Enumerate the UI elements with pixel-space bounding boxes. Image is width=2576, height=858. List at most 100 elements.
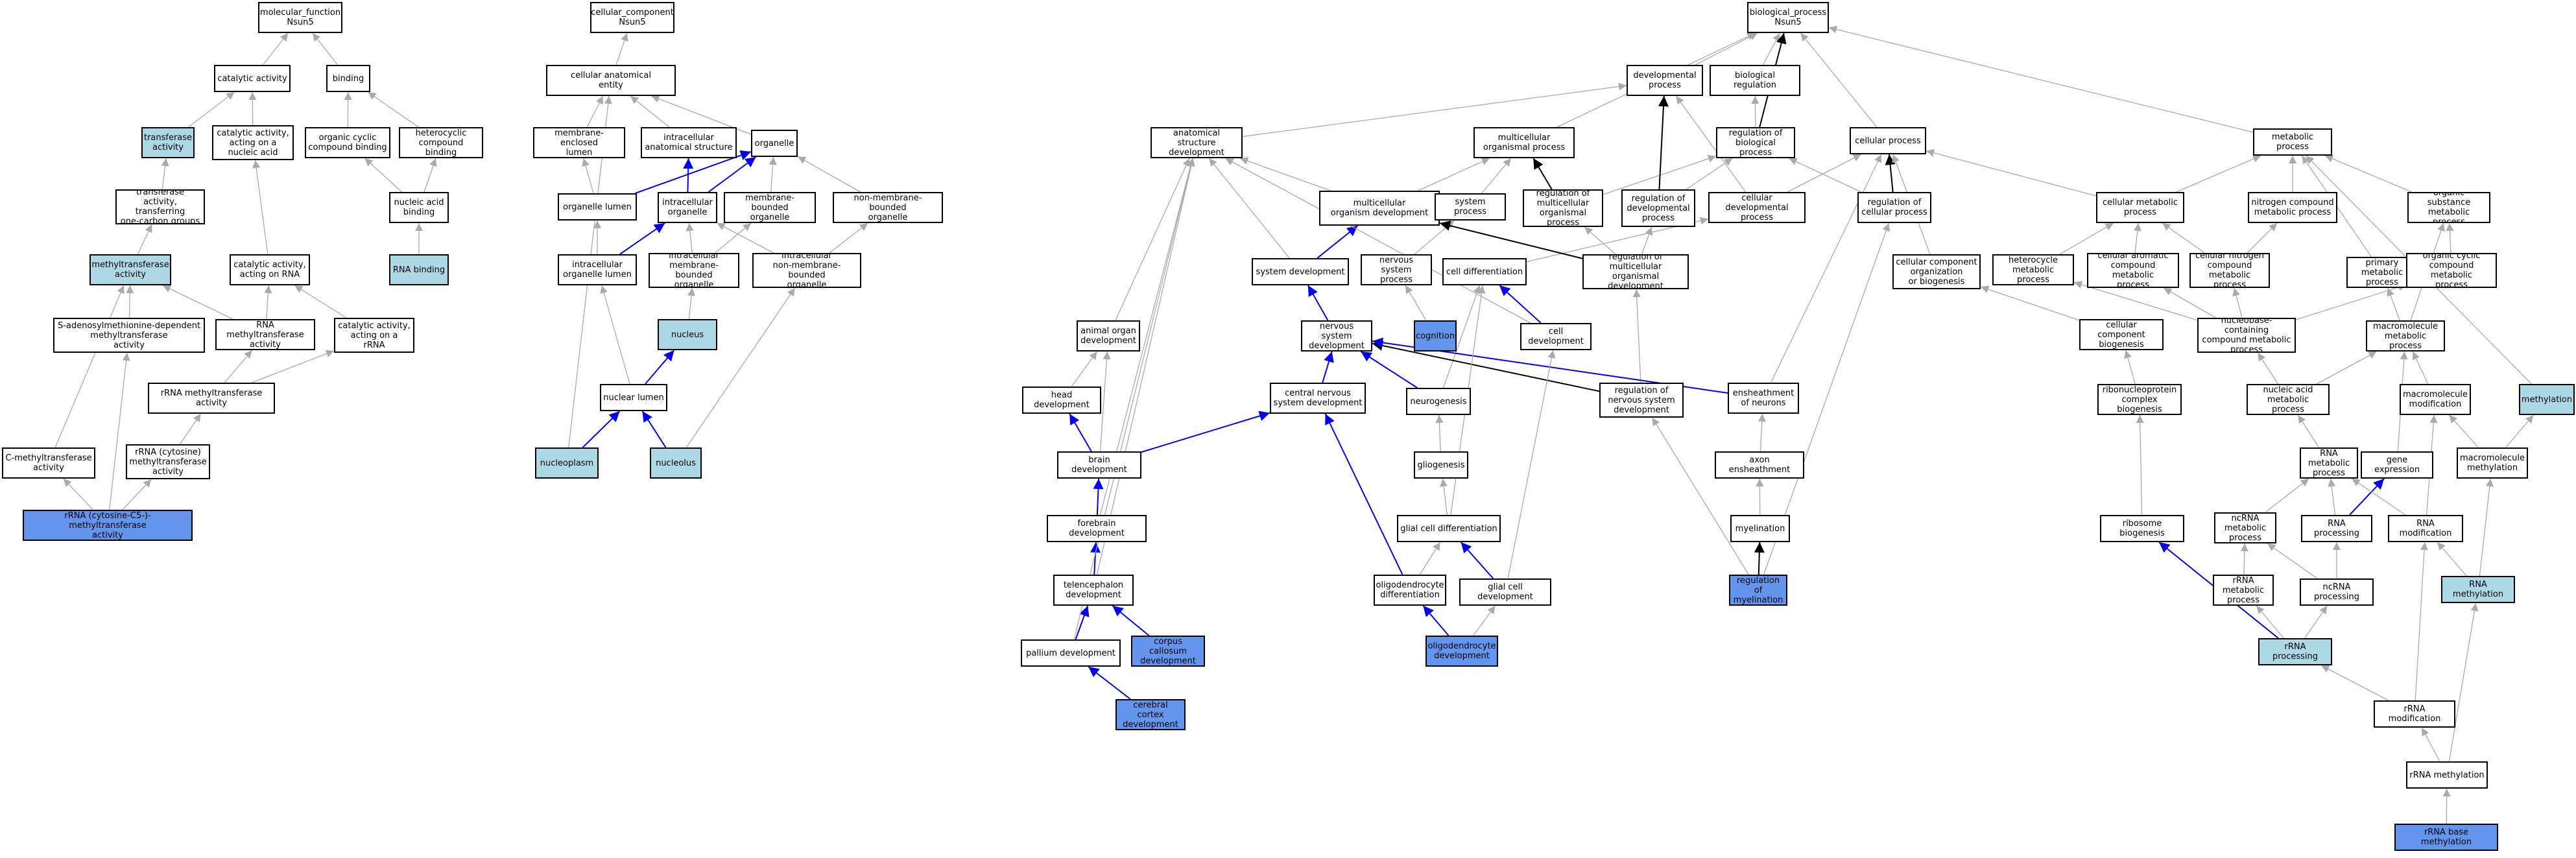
go-term-ias[interactable]: intracellular anatomical structure [641,127,737,158]
go-term-ccd[interactable]: corpus callosum development [1131,636,1205,667]
go-term-cdp[interactable]: cellular developmental process [1708,192,1806,223]
go-term-nlus[interactable]: nucleolus [650,447,702,479]
go-term-occmp[interactable]: organic cyclic compound metabolic proces… [2406,253,2497,288]
go-term-trans[interactable]: transferase activity [141,127,195,158]
go-term-mf[interactable]: molecular_function Nsun5 [258,2,342,33]
go-term-carrna[interactable]: catalytic activity, acting on a rRNA [334,318,414,353]
go-term-nbccmp[interactable]: nucleobase-containing compound metabolic… [2197,318,2296,353]
go-term-rrnamod[interactable]: rRNA modification [2374,700,2455,728]
go-term-mop[interactable]: multicellular organismal process [1473,127,1575,158]
go-term-orgl[interactable]: organelle lumen [558,193,637,220]
go-term-carna[interactable]: catalytic activity, acting on RNA [230,254,310,285]
go-term-rmyel[interactable]: regulation of myelination [1729,575,1787,606]
go-term-gliog[interactable]: gliogenesis [1414,451,1468,479]
go-term-rrnap[interactable]: rRNA processing [2258,638,2332,665]
go-term-odiff[interactable]: oligodendrocyte differentiation [1374,575,1446,606]
go-term-hmp[interactable]: heterocycle metabolic process [1992,254,2074,285]
go-term-bd[interactable]: brain development [1057,451,1141,479]
go-term-nsd[interactable]: nervous system development [1301,320,1372,352]
go-term-rcp[interactable]: regulation of cellular process [1857,192,1931,223]
go-term-cp[interactable]: cellular process [1850,127,1926,154]
go-term-fd[interactable]: forebrain development [1047,515,1147,542]
go-term-rmod[interactable]: regulation of multicellular organismal d… [1582,254,1689,289]
go-term-rbiog[interactable]: ribosome biogenesis [2100,515,2184,542]
go-term-imbo[interactable]: intracellular membrane-bounded organelle [649,253,739,288]
go-term-nl[interactable]: nuclear lumen [600,384,667,411]
go-term-rnamt[interactable]: RNA methyltransferase activity [215,319,315,350]
go-term-neurog[interactable]: neurogenesis [1406,388,1471,415]
go-term-pmp[interactable]: primary metabolic process [2346,257,2418,288]
go-term-nsp[interactable]: nervous system process [1361,254,1432,285]
go-term-ccob[interactable]: cellular component organization or bioge… [1892,254,1981,289]
go-term-rcmt[interactable]: rRNA (cytosine) methyltransferase activi… [126,444,210,479]
go-term-sysd[interactable]: system development [1252,258,1349,285]
go-term-mel[interactable]: membrane-enclosed lumen [533,127,625,158]
go-term-rc5mt[interactable]: rRNA (cytosine-C5-)-methyltransferase ac… [23,510,193,541]
go-term-tocg[interactable]: transferase activity, transferring one-c… [115,189,205,224]
go-term-gcd[interactable]: glial cell development [1459,578,1551,606]
go-term-rbm[interactable]: rRNA base methylation [2394,824,2498,851]
go-term-catna[interactable]: catalytic activity, acting on a nucleic … [212,125,294,160]
go-term-rnab[interactable]: RNA binding [389,254,449,285]
go-term-mmeth[interactable]: macromolecule methylation [2457,447,2528,479]
go-term-ccb[interactable]: cellular component biogenesis [2079,319,2164,350]
go-term-mta[interactable]: methyltransferase activity [89,254,171,285]
go-term-rrnamp[interactable]: rRNA metabolic process [2213,575,2274,606]
go-term-mmp[interactable]: macromolecule metabolic process [2366,320,2445,352]
go-term-aod[interactable]: animal organ development [1077,320,1140,352]
go-term-meth[interactable]: methylation [2519,384,2575,415]
go-term-nab[interactable]: nucleic acid binding [389,192,449,223]
go-term-rrnamt[interactable]: rRNA methyltransferase activity [148,383,275,414]
go-term-breg[interactable]: biological regulation [1710,65,1800,96]
go-term-ge[interactable]: gene expression [2361,451,2433,479]
go-term-rnsd[interactable]: regulation of nervous system development [1599,383,1684,418]
go-term-cog[interactable]: cognition [1414,320,1457,352]
go-term-rdp[interactable]: regulation of developmental process [1621,189,1695,227]
go-term-samdm[interactable]: S-adenosylmethionine-dependent methyltra… [53,318,205,353]
go-term-cat[interactable]: catalytic activity [214,65,291,92]
go-term-cmt[interactable]: C-methyltransferase activity [2,447,95,479]
go-term-nuc[interactable]: nucleus [658,319,717,350]
go-term-pd[interactable]: pallium development [1021,639,1121,667]
go-term-ocb[interactable]: organic cyclic compound binding [305,127,390,158]
go-term-myel[interactable]: myelination [1730,515,1790,542]
go-term-bind[interactable]: binding [326,65,370,92]
go-term-cacmp[interactable]: cellular aromatic compound metabolic pro… [2087,253,2179,288]
go-term-osmp[interactable]: organic substance metabolic process [2407,192,2490,223]
go-term-rnap[interactable]: RNA processing [2301,515,2372,542]
go-term-eon[interactable]: ensheathment of neurons [1728,383,1799,414]
go-term-axe[interactable]: axon ensheathment [1715,451,1804,479]
go-term-hcb[interactable]: heterocyclic compound binding [399,127,483,158]
go-term-celld[interactable]: cell development [1520,323,1592,350]
go-term-ncmp[interactable]: nitrogen compound metabolic process [2248,192,2337,223]
go-term-cmp[interactable]: cellular metabolic process [2096,192,2184,223]
go-term-rnamod[interactable]: RNA modification [2388,515,2463,542]
go-term-ncrnamp[interactable]: ncRNA metabolic process [2214,512,2276,543]
go-term-nplasm[interactable]: nucleoplasm [535,447,599,479]
go-term-nmbo[interactable]: non-membrane-bounded organelle [833,192,943,223]
go-term-rcb[interactable]: ribonucleoprotein complex biogenesis [2097,384,2182,415]
go-term-namp[interactable]: nucleic acid metabolic process [2247,384,2330,415]
go-term-rmop[interactable]: regulation of multicellular organismal p… [1523,189,1603,227]
go-term-cdiff[interactable]: cell differentiation [1442,258,1527,285]
go-term-iol[interactable]: intracellular organelle lumen [558,254,637,285]
go-term-rbp[interactable]: regulation of biological process [1716,127,1795,158]
go-term-hd[interactable]: head development [1022,387,1101,414]
go-term-odev[interactable]: oligodendrocyte development [1425,636,1498,667]
go-term-cnsd[interactable]: central nervous system development [1270,383,1366,414]
go-term-bp[interactable]: biological_process Nsun5 [1747,2,1829,33]
go-term-mod[interactable]: multicellular organism development [1319,191,1440,226]
go-term-ncrnap[interactable]: ncRNA processing [2300,578,2374,606]
go-term-mbo[interactable]: membrane-bounded organelle [724,192,816,223]
go-term-rnamp[interactable]: RNA metabolic process [2300,447,2358,479]
go-term-rnameth[interactable]: RNA methylation [2441,576,2515,603]
go-term-gcdiff[interactable]: glial cell differentiation [1397,515,1501,542]
go-term-devp[interactable]: developmental process [1627,65,1703,96]
go-term-inmbo[interactable]: intracellular non-membrane-bounded organ… [752,253,861,288]
go-term-iorg[interactable]: intracellular organelle [658,192,717,223]
go-term-asd[interactable]: anatomical structure development [1151,127,1243,158]
go-term-cncmp[interactable]: cellular nitrogen compound metabolic pro… [2189,253,2270,288]
go-term-mmodif[interactable]: macromolecule modification [2400,384,2471,415]
go-term-cc[interactable]: cellular_component Nsun5 [590,2,674,33]
go-term-cae[interactable]: cellular anatomical entity [546,65,676,96]
